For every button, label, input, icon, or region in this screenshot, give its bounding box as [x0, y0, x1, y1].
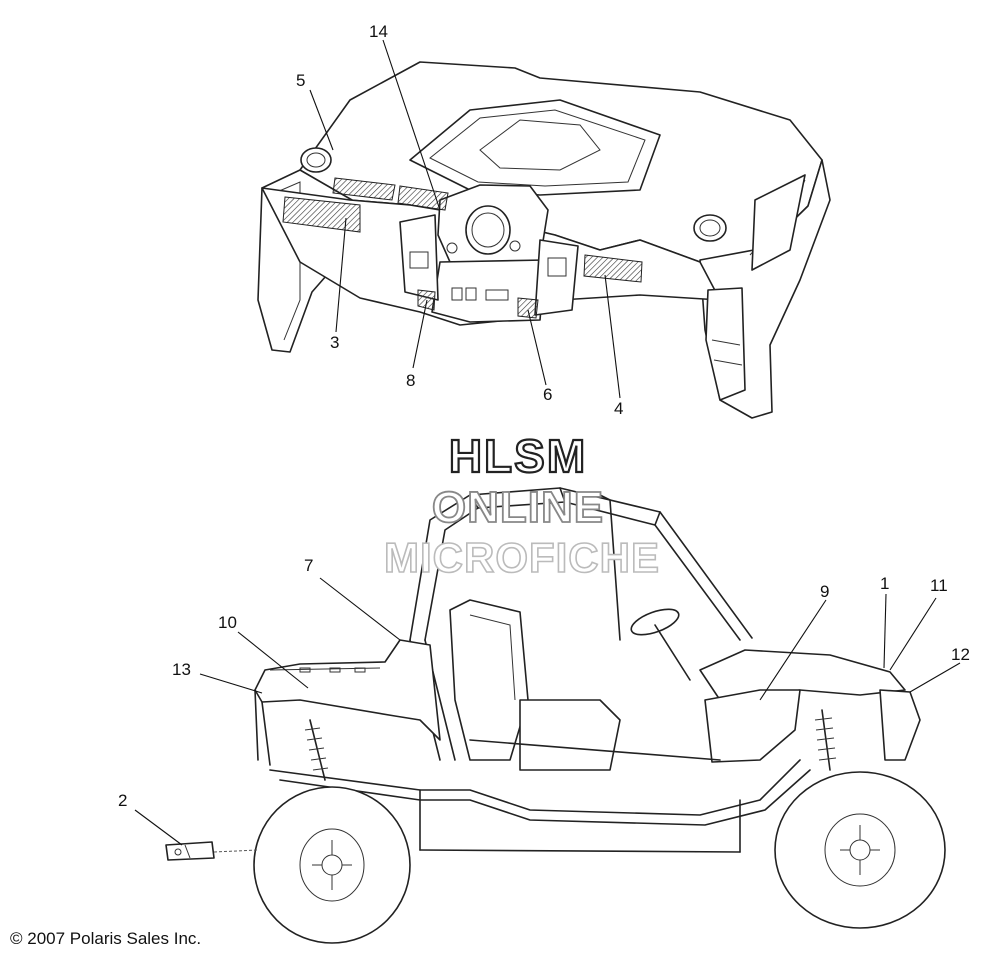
callout-7: 7 — [304, 556, 313, 575]
callout-11: 11 — [930, 576, 948, 595]
callout-14: 14 — [369, 22, 388, 41]
watermark-line1: HLSM — [449, 430, 587, 482]
leader-lines — [134, 39, 961, 846]
watermark-line3: MICROFICHE — [384, 534, 660, 581]
callout-5: 5 — [296, 71, 305, 90]
callout-12: 12 — [951, 645, 970, 664]
decal-6 — [517, 297, 539, 319]
decal-4 — [583, 254, 643, 283]
callout-9: 9 — [820, 582, 829, 601]
callouts: 14 5 3 8 6 4 7 10 13 2 9 1 11 12 — [118, 22, 970, 810]
callout-13: 13 — [172, 660, 191, 679]
vehicle-side-view — [165, 487, 946, 944]
dashboard-hood-assembly — [257, 61, 831, 419]
watermark-line2: ONLINE — [432, 483, 604, 532]
callout-6: 6 — [543, 385, 552, 404]
callout-8: 8 — [406, 371, 415, 390]
decal-14 — [397, 185, 449, 211]
callout-3: 3 — [330, 333, 339, 352]
callout-2: 2 — [118, 791, 127, 810]
decal-3 — [282, 196, 361, 233]
callout-1: 1 — [880, 574, 889, 593]
watermark: HLSM ONLINE MICROFICHE — [383, 429, 660, 582]
copyright-notice: © 2007 Polaris Sales Inc. — [10, 929, 201, 948]
callout-10: 10 — [218, 613, 237, 632]
callout-4: 4 — [614, 399, 623, 418]
decal-left-upper — [332, 177, 396, 201]
